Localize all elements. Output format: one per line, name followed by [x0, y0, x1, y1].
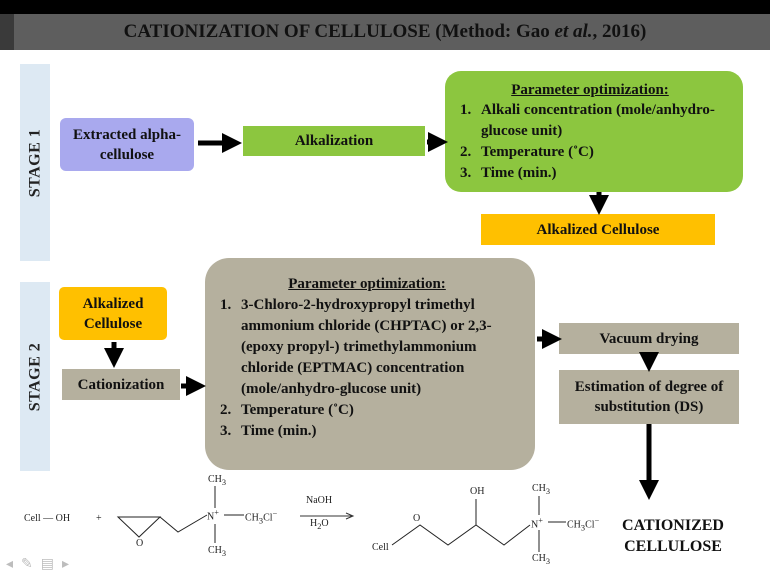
stage2-param-title: Parameter optimization:: [288, 276, 446, 292]
stage1-param-3: Time (min.): [475, 163, 733, 184]
stage2-param-3: Time (min.): [235, 421, 527, 442]
page-title: CATIONIZATION OF CELLULOSE (Method: Gao …: [123, 21, 647, 42]
top-black-strip: [0, 0, 770, 14]
stage2-band: STAGE 2: [20, 282, 50, 471]
product-ch3-bottom: CH3: [532, 553, 551, 566]
epoxide-chain: [159, 514, 208, 533]
stage2-alkalized-box: Alkalized Cellulose: [59, 287, 167, 340]
product-ch3-top: CH3: [532, 483, 551, 496]
reactant-n-plus: N+: [207, 508, 219, 523]
stage1-parameter-box: Parameter optimization: Alkali concentra…: [445, 71, 743, 192]
product-o: O: [413, 513, 421, 524]
title-bar-accent: [0, 14, 14, 50]
stage1-param-title: Parameter optimization:: [511, 82, 669, 98]
reactant-ch3-bottom: CH3: [208, 545, 227, 558]
stage2-param-1: 3-Chloro-2-hydroxypropyl trimethyl ammon…: [235, 295, 527, 400]
reactant-cell-oh: Cell — OH: [24, 513, 71, 524]
cationization-text: Cationization: [77, 376, 165, 393]
alkalized-cellulose-box: Alkalized Cellulose: [481, 214, 715, 245]
ds-estimation-text: Estimation of degree of substitution (DS…: [574, 379, 724, 415]
prev-slide-icon[interactable]: ◂: [6, 557, 14, 572]
extracted-cellulose-text: Extracted alpha-cellulose: [73, 126, 181, 163]
cationization-box: Cationization: [62, 369, 180, 400]
stage1-band: STAGE 1: [20, 64, 50, 261]
alkalization-text: Alkalization: [294, 133, 374, 149]
reagent-naoh: NaOH: [306, 495, 333, 506]
extracted-cellulose-box: Extracted alpha-cellulose: [60, 118, 194, 171]
stage2-param-2: Temperature (˚C): [235, 400, 527, 421]
reactant-ch3-top: CH3: [208, 474, 227, 487]
epoxide-ring: [116, 516, 162, 538]
alkalization-box: Alkalization: [243, 126, 425, 156]
stage1-param-2: Temperature (˚C): [475, 142, 733, 163]
ds-estimation-box: Estimation of degree of substitution (DS…: [559, 370, 739, 424]
alkalized-cellulose-text: Alkalized Cellulose: [536, 221, 660, 238]
cationized-cellulose-label: CATIONIZED CELLULOSE: [622, 517, 724, 555]
vacuum-drying-text: Vacuum drying: [599, 330, 699, 347]
title-bar: [0, 14, 770, 50]
stage1-param-1: Alkali concentration (mole/anhydro-gluco…: [475, 100, 733, 142]
reagent-h2o: H2O: [310, 518, 329, 531]
epoxide-o: O: [136, 538, 144, 549]
product-cell: Cell: [372, 542, 389, 553]
next-slide-icon[interactable]: ▸: [62, 557, 70, 572]
plus-sign: +: [96, 513, 102, 524]
stage2-alkalized-text: Alkalized Cellulose: [82, 295, 144, 332]
product-n-plus: N+: [531, 516, 543, 531]
vacuum-drying-box: Vacuum drying: [559, 323, 739, 354]
menu-icon[interactable]: ▤: [40, 557, 54, 572]
pen-icon[interactable]: ✎: [21, 557, 33, 572]
product-chain: [391, 524, 531, 546]
stage2-parameter-box: Parameter optimization: 3-Chloro-2-hydro…: [205, 258, 535, 470]
product-ch3cl: CH3Cl−: [567, 516, 600, 533]
reactant-ch3cl: CH3Cl−: [245, 509, 278, 526]
product-oh: OH: [470, 486, 485, 497]
slide-nav-controls[interactable]: ◂ ✎ ▤ ▸: [6, 556, 69, 573]
